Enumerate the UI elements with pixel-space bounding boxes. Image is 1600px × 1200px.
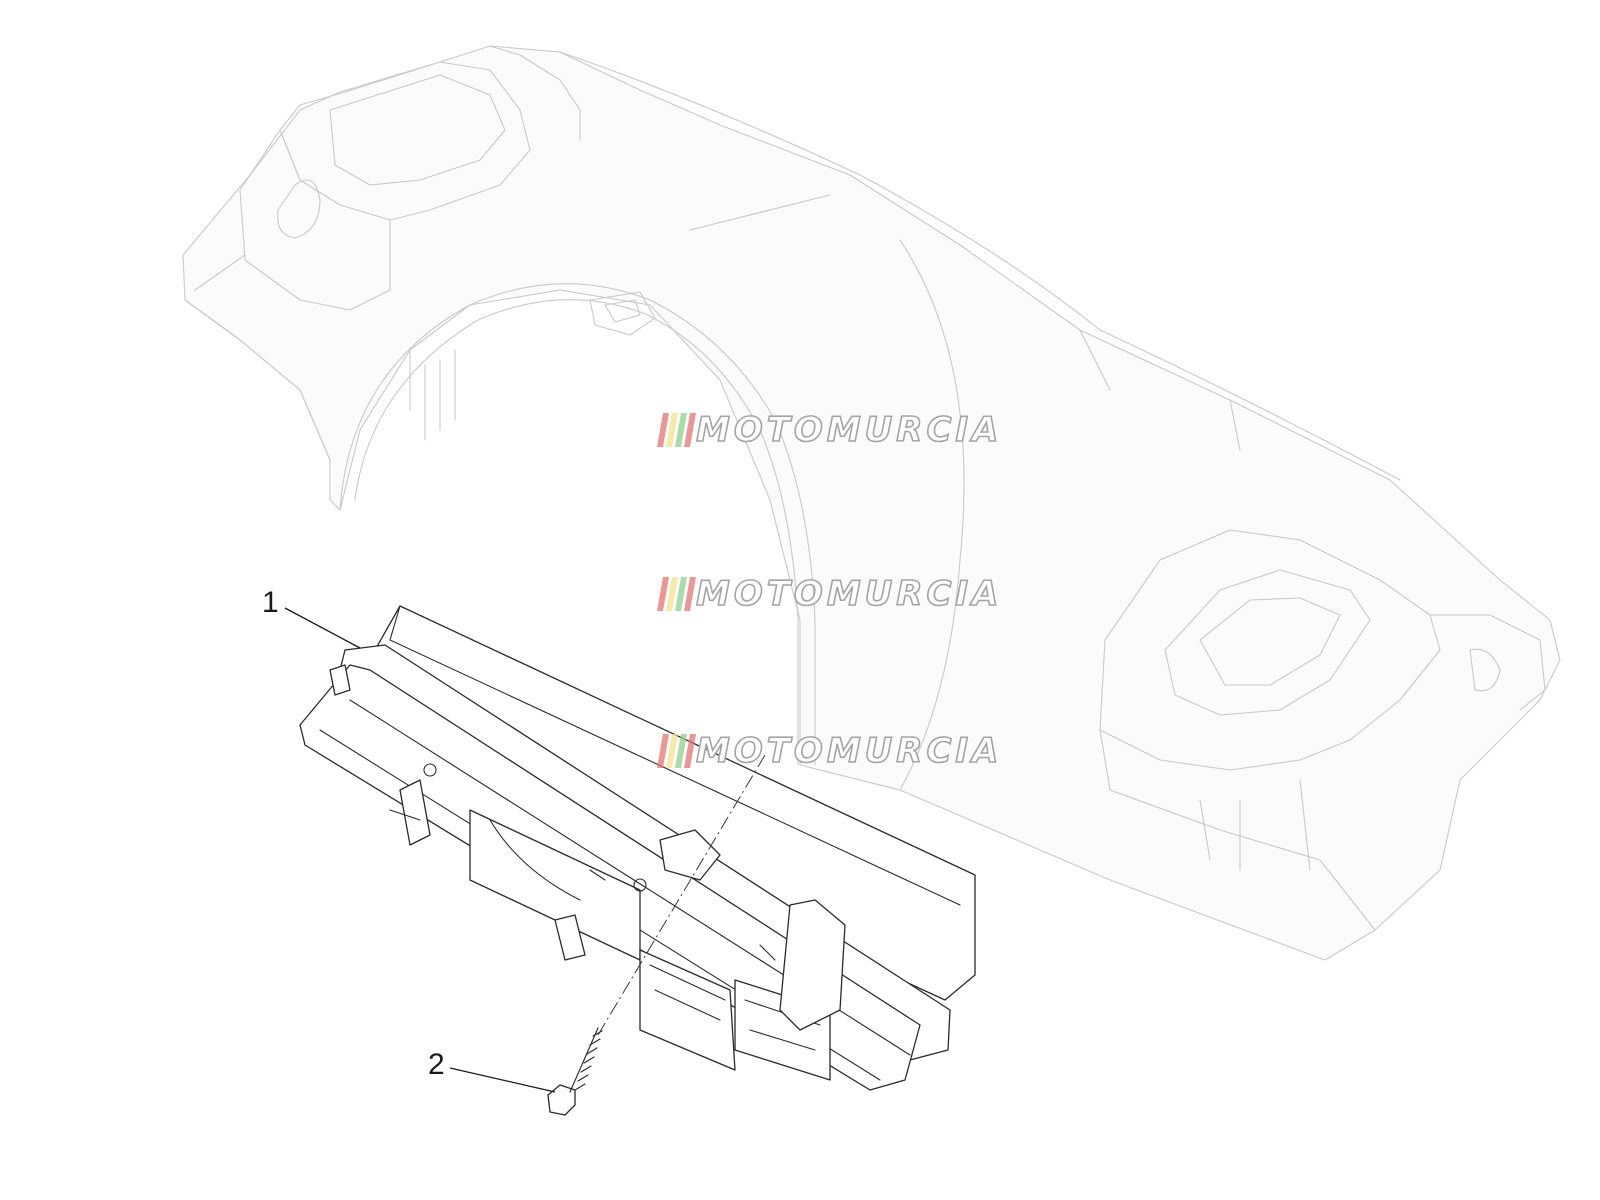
instrument-cluster-part-1 xyxy=(299,605,976,1091)
handlebar-cover-outline xyxy=(182,45,1561,961)
watermark-text: MOTOMURCIA xyxy=(695,731,1003,771)
watermark-logo-1: MOTOMURCIA xyxy=(657,410,1003,450)
watermark-logo-2: MOTOMURCIA xyxy=(657,574,1003,614)
watermark-stripes xyxy=(657,413,696,447)
screw-part-2 xyxy=(547,1027,603,1116)
watermark-text: MOTOMURCIA xyxy=(695,574,1003,614)
watermark-logo-3: MOTOMURCIA xyxy=(657,731,1003,771)
callout-label-2: 2 xyxy=(428,1048,445,1081)
watermark-stripes xyxy=(657,577,696,611)
screw-axis-line xyxy=(597,754,766,1036)
callout-label-1: 1 xyxy=(262,586,279,619)
watermark-stripes xyxy=(657,734,696,768)
watermark-text: MOTOMURCIA xyxy=(695,410,1003,450)
callout-leader-1 xyxy=(284,607,361,649)
callout-leader-2 xyxy=(449,1067,556,1093)
